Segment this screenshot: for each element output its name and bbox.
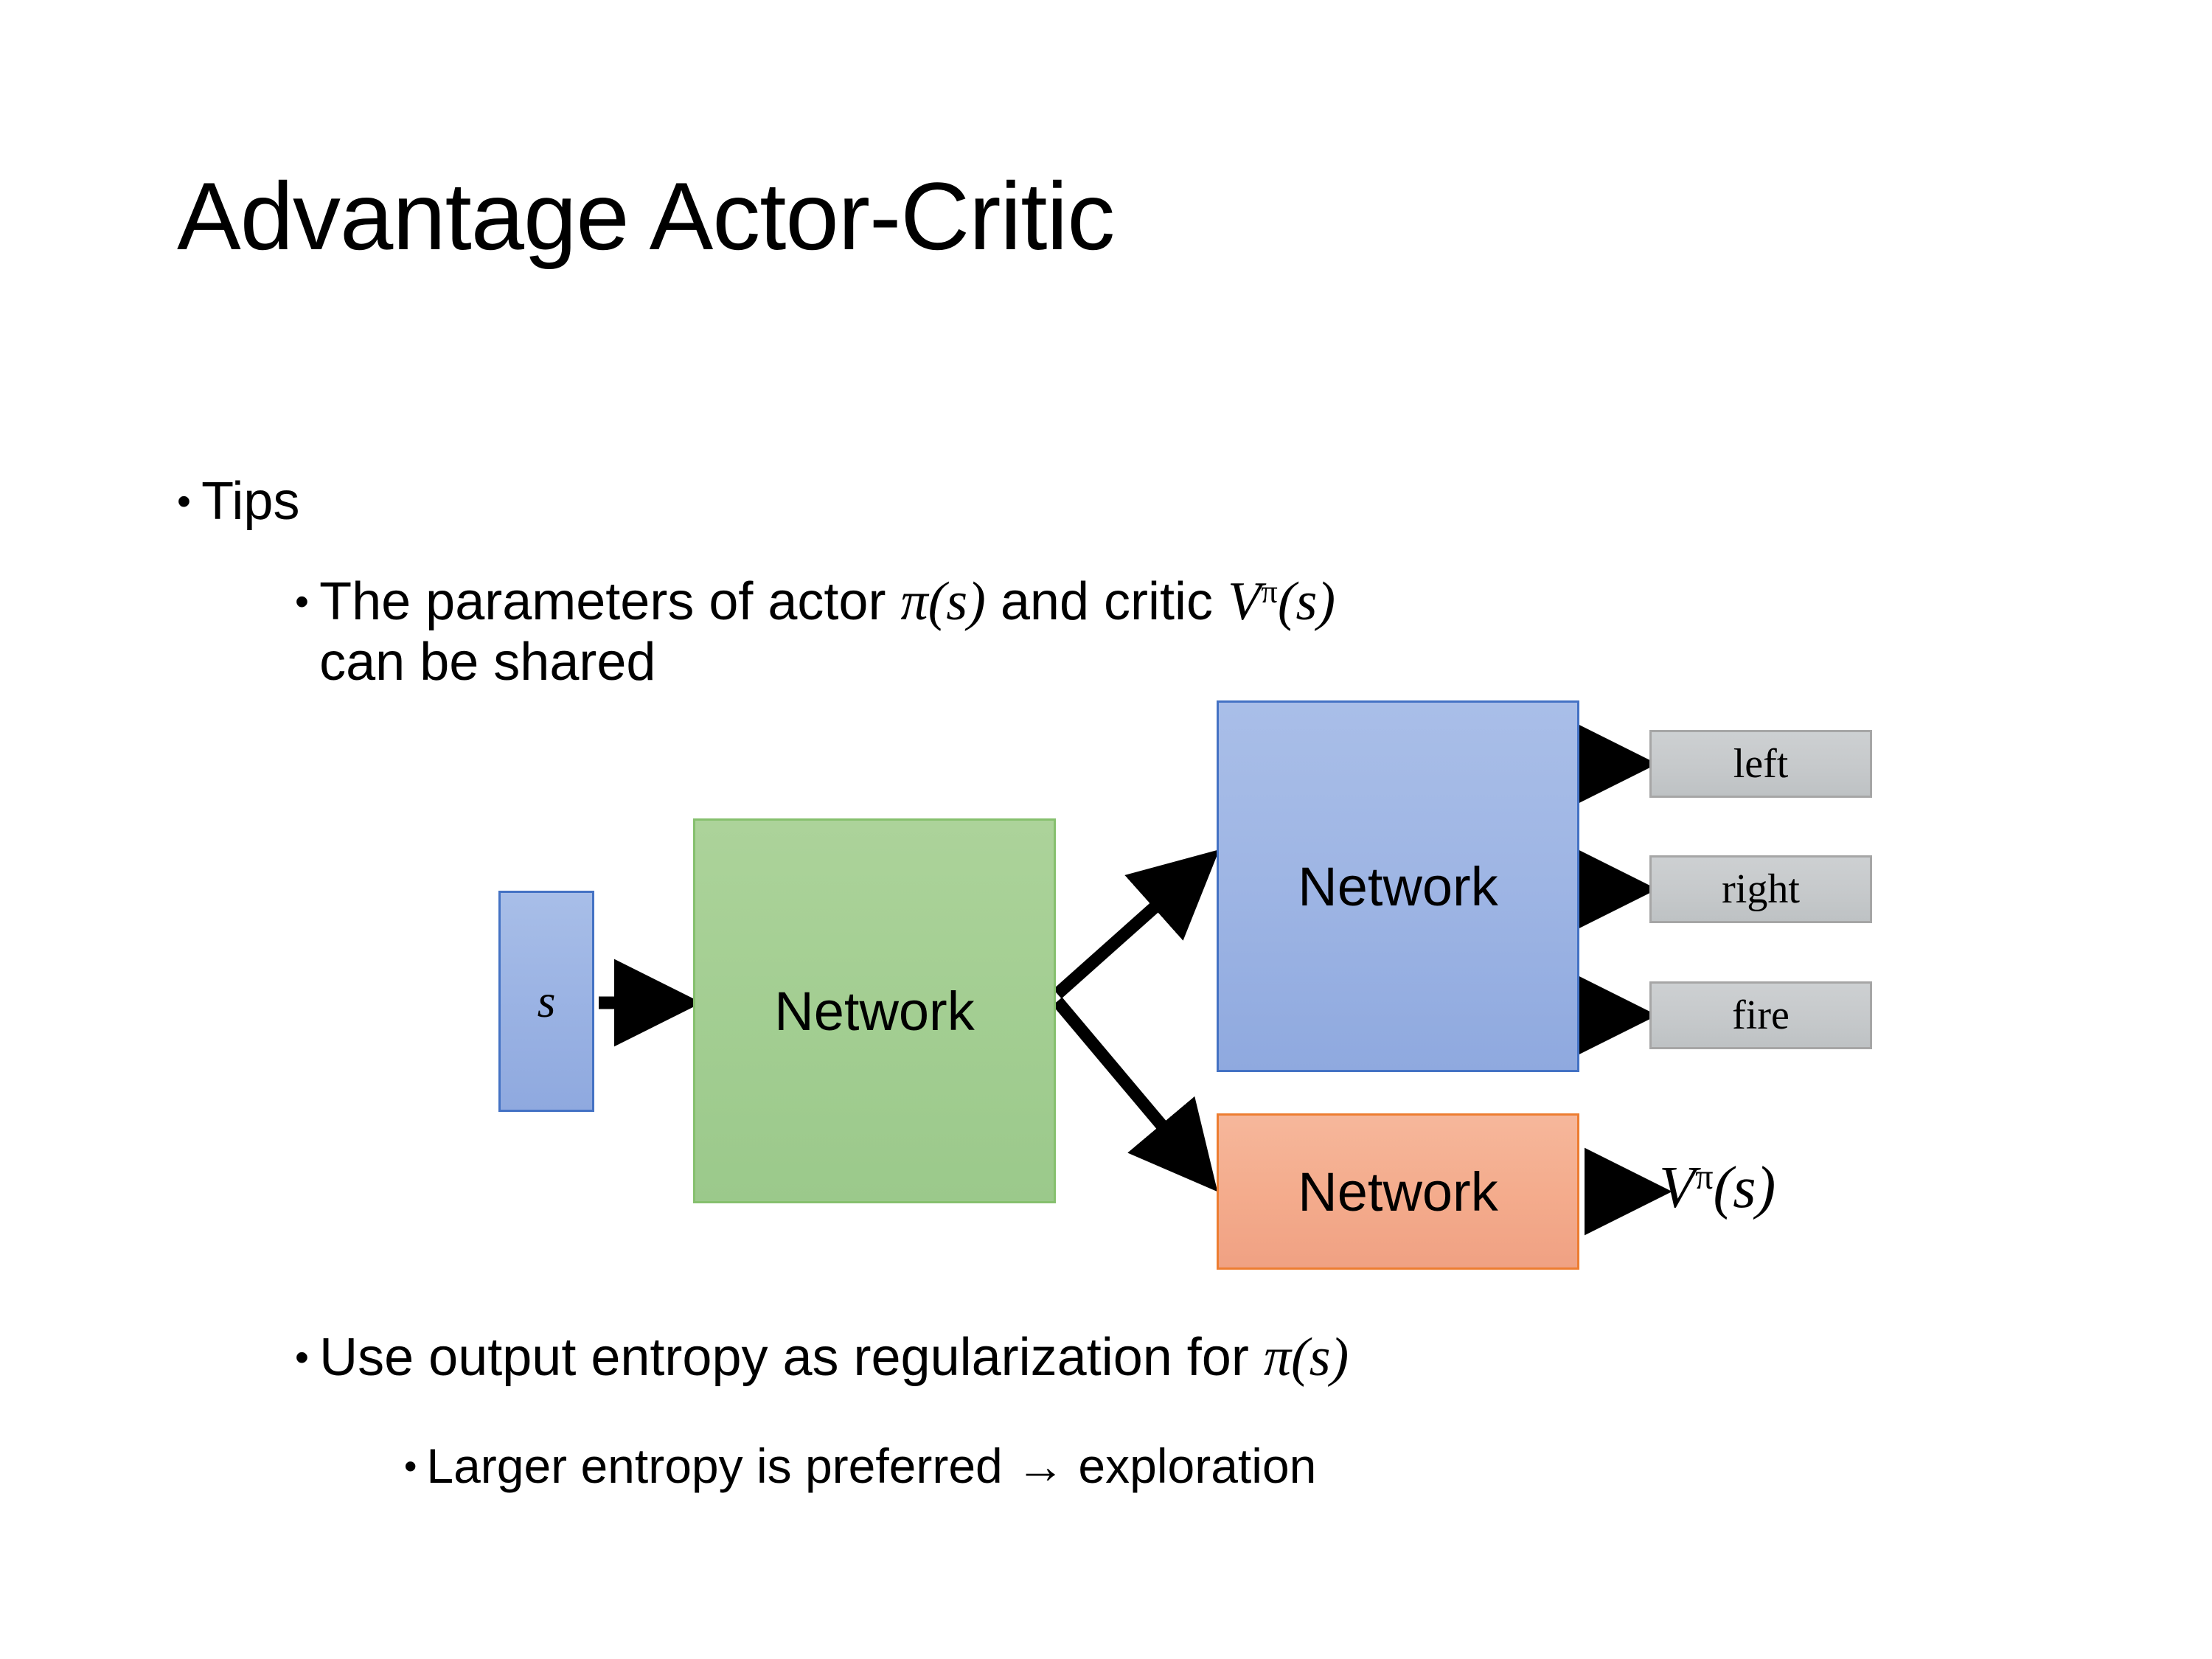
action-output-left-label: left (1733, 741, 1789, 787)
bullet-shared-parameters-text-pre: The parameters of actor (319, 572, 901, 631)
state-input-label: s (537, 975, 556, 1027)
shared-network-box[interactable]: Network (693, 818, 1056, 1203)
critic-network-box[interactable]: Network (1217, 1113, 1579, 1270)
state-input-box[interactable]: s (498, 891, 594, 1112)
action-output-right-label: right (1722, 866, 1800, 912)
actor-network-box[interactable]: Network (1217, 700, 1579, 1072)
action-output-right[interactable]: right (1649, 855, 1872, 923)
actor-network-label: Network (1298, 855, 1498, 917)
bullet-entropy-regularization-text: Use output entropy as regularization for (319, 1328, 1264, 1387)
critic-output-v-symbol: V (1659, 1155, 1696, 1220)
critic-network-label: Network (1298, 1161, 1498, 1222)
math-v-superscript-pi: π (1261, 572, 1278, 610)
math-pi-of-s: π(s) (1263, 1327, 1349, 1388)
critic-output-argument: (s) (1713, 1155, 1776, 1220)
page-title: Advantage Actor-Critic (177, 162, 1115, 270)
bullet-larger-entropy-text: Larger entropy is preferred → exploratio… (426, 1439, 1317, 1493)
bullet-larger-entropy: Larger entropy is preferred → exploratio… (404, 1439, 1316, 1494)
bullet-shared-parameters-text-mid: and critic (985, 572, 1228, 631)
bullet-shared-parameters: The parameters of actor π(s) and critic … (295, 571, 2006, 692)
bullet-tips-label: Tips (201, 472, 300, 531)
shared-network-label: Network (774, 980, 975, 1042)
arrow-shared-to-actor (1053, 849, 1220, 999)
math-v-argument: (s) (1277, 571, 1336, 632)
arrow-shared-to-critic (1052, 997, 1218, 1192)
critic-output-value: Vπ(s) (1659, 1154, 1775, 1222)
critic-output-superscript-pi: π (1695, 1157, 1714, 1197)
math-v-symbol: V (1227, 571, 1262, 632)
action-output-fire-label: fire (1732, 992, 1790, 1038)
action-output-left[interactable]: left (1649, 730, 1872, 798)
bullet-shared-parameters-line2: can be shared (319, 633, 656, 692)
bullet-entropy-regularization: Use output entropy as regularization for… (295, 1327, 1349, 1388)
math-pi-of-s: π(s) (900, 571, 986, 632)
bullet-tips: Tips (177, 472, 299, 532)
action-output-fire[interactable]: fire (1649, 981, 1872, 1049)
